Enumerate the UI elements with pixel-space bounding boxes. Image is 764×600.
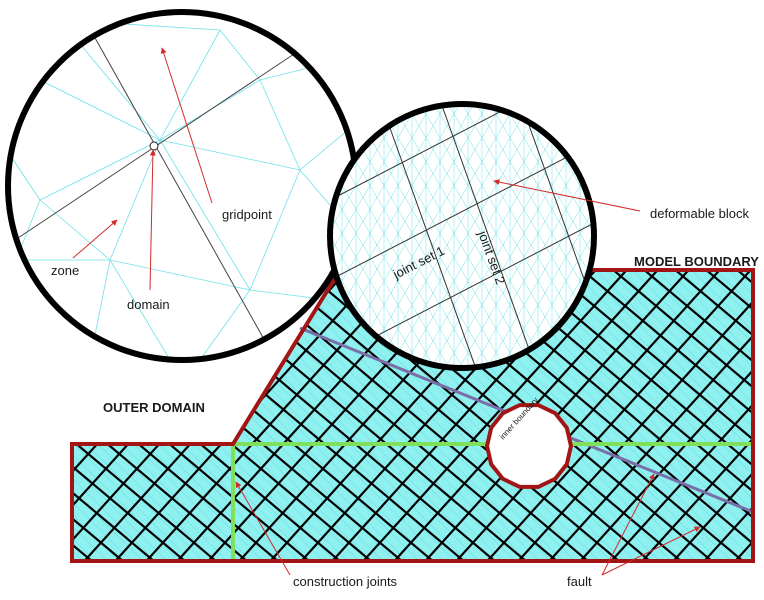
mesh-line [353, 104, 525, 368]
mesh-line [330, 104, 469, 368]
mesh-line [275, 270, 617, 561]
arrow-construction-joint [235, 481, 291, 576]
outer-domain-label: OUTER DOMAIN [103, 400, 205, 415]
mesh-line [330, 104, 427, 368]
mesh-line [453, 104, 594, 368]
domain-label: domain [127, 297, 170, 312]
mesh-line [72, 270, 161, 561]
mesh-line [263, 270, 605, 561]
zoom-circle-zones: gridpoint zone domain [5, 9, 359, 363]
mesh-line [383, 104, 555, 368]
joint-set-2-line [498, 270, 753, 561]
joint-set-2-line [157, 270, 659, 561]
mesh-line [381, 104, 553, 368]
joint-set-2-line [219, 270, 721, 561]
joint-set-2-line [374, 270, 753, 561]
mesh-line [330, 104, 471, 368]
mesh-line [647, 270, 753, 561]
joint-set-2-line [72, 270, 287, 561]
joint-set-2-line [467, 270, 753, 561]
arrow-fault-1 [601, 473, 655, 576]
mesh-line [509, 104, 594, 368]
mesh-line [0, 250, 16, 590]
mesh-line [0, 250, 52, 590]
construction-joints-label: construction joints [293, 574, 398, 589]
mesh-line [683, 270, 753, 561]
mesh-line [467, 104, 594, 368]
mesh-line [355, 104, 527, 368]
mesh-line [611, 270, 753, 561]
joint-set-2-line [95, 270, 597, 561]
model-boundary [70, 268, 755, 563]
joint-set-2-line [72, 270, 566, 561]
joint-set-2-line [72, 270, 194, 561]
joint-set-1-line [681, 270, 753, 561]
mesh-line [479, 104, 594, 368]
arrow-fault-2 [601, 526, 701, 576]
inner-boundary [484, 403, 574, 489]
mesh-line [330, 104, 443, 368]
mesh-line [72, 270, 233, 561]
mesh-line [330, 104, 413, 368]
mesh-line [0, 90, 6, 380]
joint-set-2-line [72, 270, 256, 561]
arrow-gridpoint [160, 47, 213, 204]
mesh-line [0, 250, 4, 590]
mesh-line [72, 270, 185, 561]
joint-set-1-line [650, 270, 753, 561]
joint-set-2-line [188, 270, 690, 561]
mesh-line [551, 270, 753, 561]
mesh-line [623, 270, 753, 561]
joint-set-1-line [0, 200, 8, 600]
mesh-line [563, 270, 753, 561]
joint-set-2-line [405, 270, 753, 561]
joint-set-2-line [343, 270, 753, 561]
joint-set-2-line [126, 270, 628, 561]
deformable-block-label: deformable block [650, 206, 749, 221]
block-boundaries [8, 19, 331, 351]
mesh-line [575, 270, 753, 561]
joint-set-2-line [72, 270, 225, 561]
mesh-line [369, 104, 541, 368]
mesh-line [330, 104, 441, 368]
mesh-line [330, 104, 429, 368]
mesh-line [671, 270, 753, 561]
model-boundary-label: MODEL BOUNDARY [634, 254, 759, 269]
mesh-line [397, 104, 569, 368]
mesh-line [330, 104, 455, 368]
arrow-domain [149, 149, 156, 291]
arrow-deformable-block [493, 179, 641, 212]
mesh-line [0, 250, 40, 590]
mesh-line [395, 104, 567, 368]
joint-set-1-line [619, 270, 753, 561]
mesh-line [495, 104, 594, 368]
zoom-circle-blocks: joint set 1 joint set 2 [0, 90, 597, 380]
zoom-circle-blocks-outline [327, 101, 597, 371]
arrow-zone [72, 219, 118, 259]
mesh-line [465, 104, 594, 368]
mesh-line [587, 270, 753, 561]
mesh-line [635, 270, 753, 561]
zone-label: zone [51, 263, 79, 278]
joint-set-2-line [436, 270, 753, 561]
joint-lines [330, 104, 594, 368]
fault-label: fault [567, 574, 592, 589]
joint-set-2-line [72, 270, 163, 561]
joint-set-2-line [72, 270, 535, 561]
mesh-line [72, 270, 221, 561]
gridpoint-label: gridpoint [222, 207, 272, 222]
joint-set-2-line [312, 270, 753, 561]
mesh-line [756, 250, 764, 590]
joint-set-2-line [0, 200, 7, 600]
mesh-line [72, 270, 173, 561]
mesh-line [0, 250, 28, 590]
mesh-line [330, 104, 457, 368]
mesh-line [481, 104, 594, 368]
gridpoint-marker [149, 141, 159, 151]
mesh-line [367, 104, 539, 368]
